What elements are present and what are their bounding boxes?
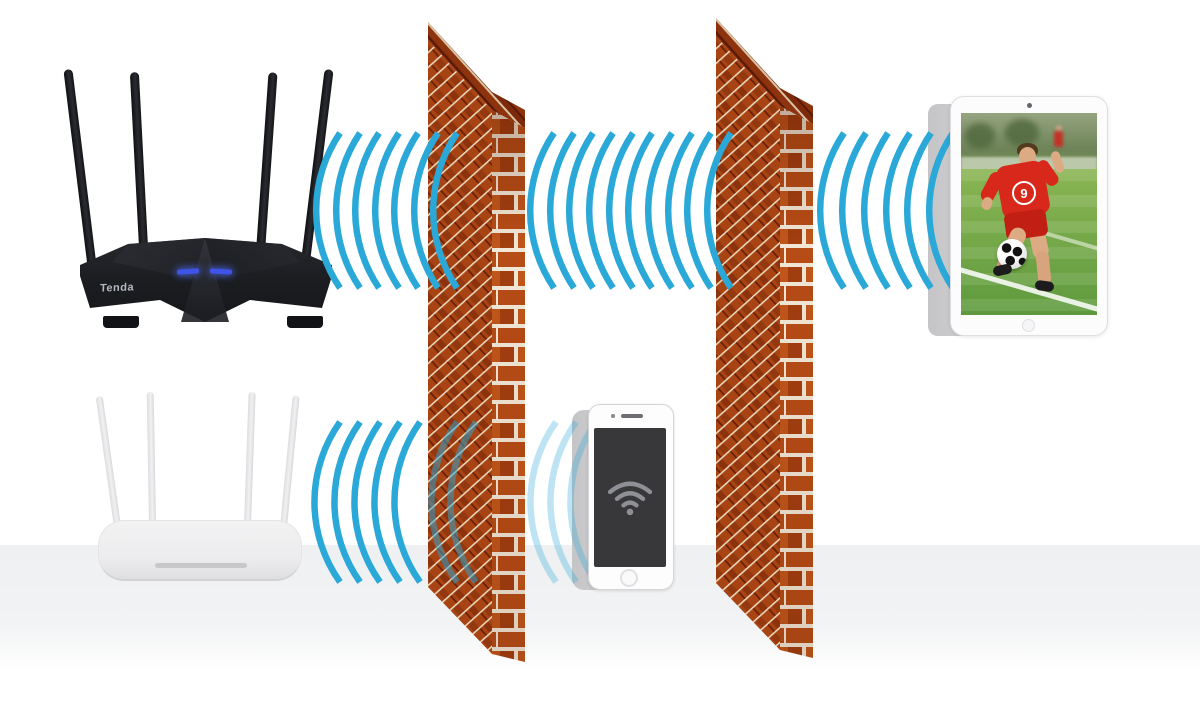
tablet: 9	[950, 96, 1108, 336]
router-foot	[287, 316, 323, 328]
tablet-camera-icon	[1027, 103, 1032, 108]
brick-wall	[428, 22, 525, 662]
wifi-icon	[604, 473, 656, 520]
background-player	[1053, 125, 1064, 147]
brick-wall	[716, 18, 813, 658]
soccer-player: 9	[977, 139, 1081, 311]
phone-camera-icon	[611, 414, 615, 418]
background-player-head	[1056, 125, 1062, 131]
router-body: Tenda	[78, 238, 334, 333]
player-shoe	[1034, 279, 1055, 293]
background-player-body	[1054, 131, 1063, 147]
router-foot	[103, 316, 139, 328]
player-shoe	[992, 263, 1013, 277]
old-router-ghost	[80, 390, 320, 590]
tenda-router: Tenda	[60, 60, 355, 338]
phone-home-button	[620, 569, 638, 587]
tree	[965, 123, 995, 149]
wifi-signal-old-router-beam	[311, 420, 423, 584]
wifi-signal-old-beam-in-wall	[428, 420, 479, 584]
jersey-number: 9	[1012, 181, 1036, 205]
phone-earpiece	[621, 414, 643, 418]
tablet-home-button	[1022, 319, 1035, 332]
wifi-signal-wall1-to-wall2	[527, 131, 734, 290]
phone-screen	[594, 428, 666, 567]
old-router-body	[98, 520, 302, 581]
tree	[1005, 119, 1039, 147]
wifi-signal-old-beam-weak	[527, 420, 599, 584]
wifi-signal-router-to-wall1	[313, 131, 460, 290]
old-router-slot	[155, 563, 247, 568]
wifi-signal-wall2-to-tablet	[817, 131, 956, 290]
tablet-screen: 9	[961, 113, 1097, 315]
smartphone	[588, 404, 674, 590]
